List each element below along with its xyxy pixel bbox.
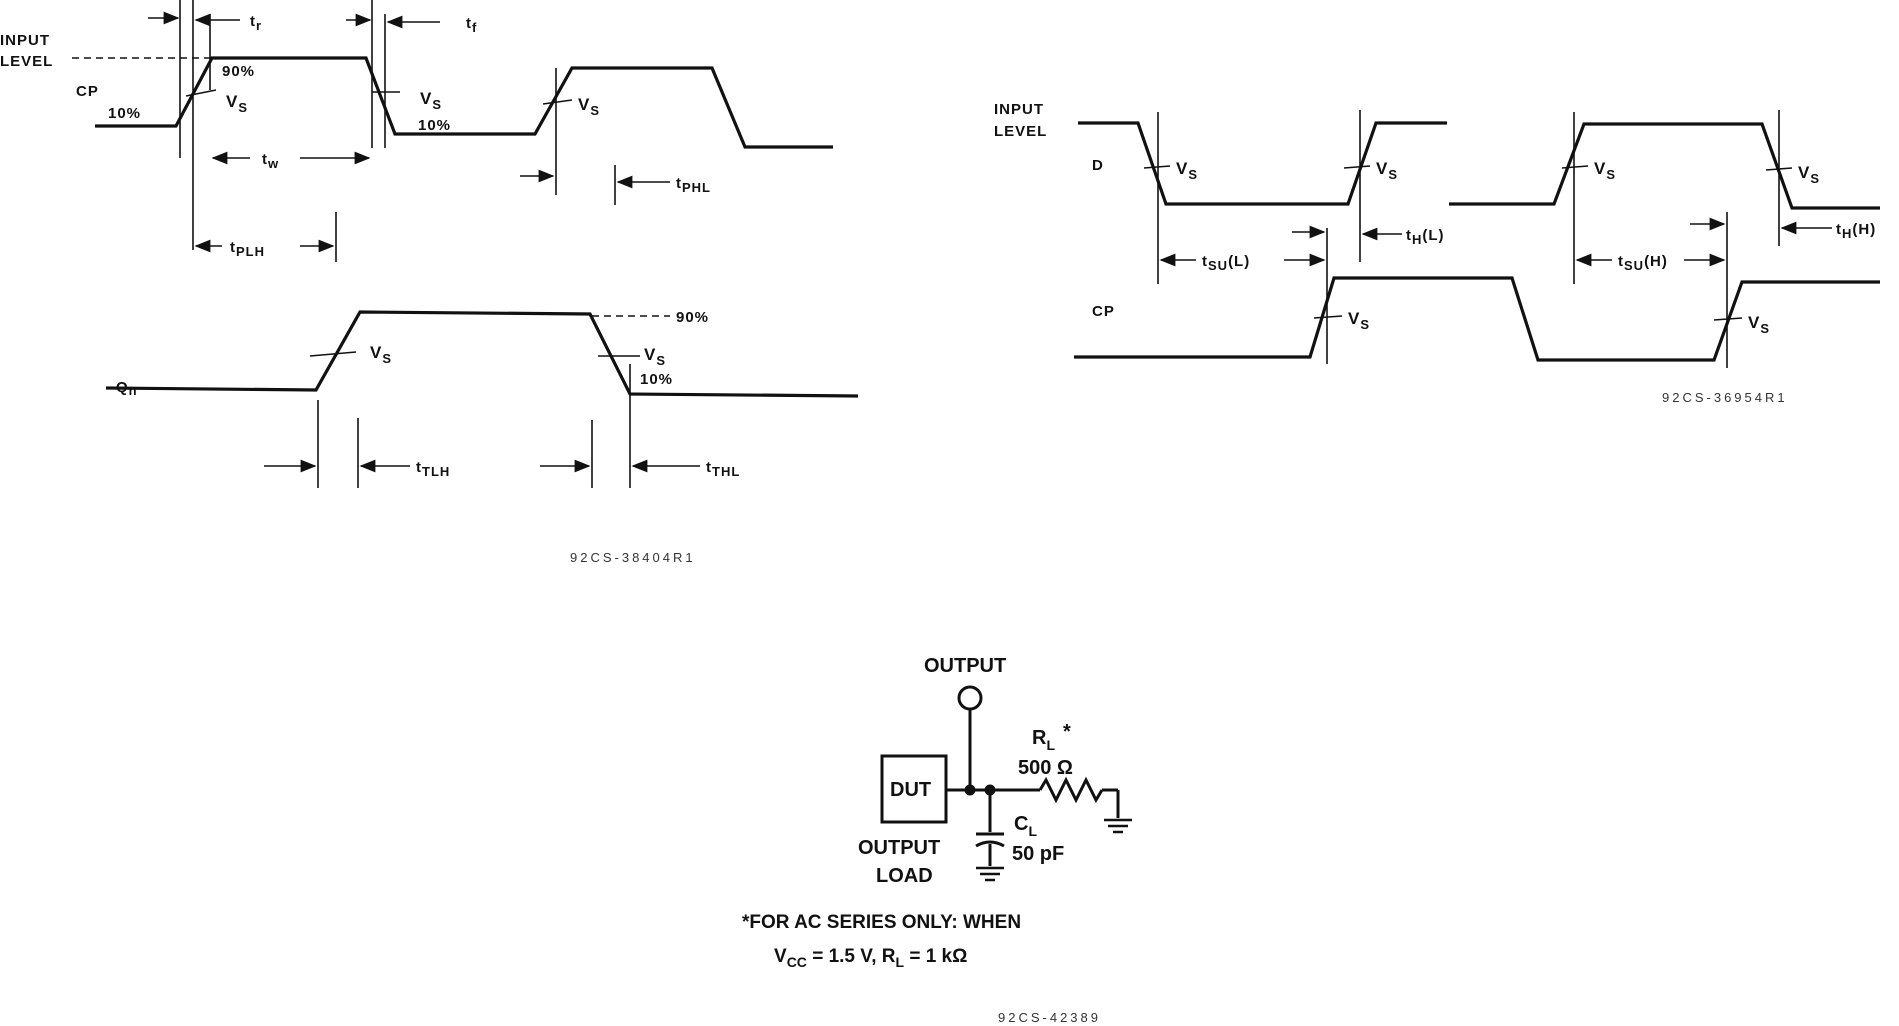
output-label: OUTPUT (924, 655, 1006, 677)
ttlh-label: tTLH (416, 459, 450, 479)
d-waveform-2 (1449, 122, 1880, 210)
output-terminal (957, 685, 983, 711)
note-line-1: *FOR AC SERIES ONLY: WHEN (742, 912, 1021, 933)
tplh-label: tPLH (230, 239, 265, 259)
right-input-level-label-1: INPUT (994, 101, 1044, 118)
qn-waveform (105, 310, 859, 398)
rvs-label-2: VS (1376, 159, 1398, 182)
vs-label-cp-1: VS (226, 92, 248, 115)
vs-tick-3 (542, 99, 573, 105)
rvs-label-1: VS (1176, 159, 1198, 182)
left-pct10-label: 10% (108, 105, 141, 122)
tsuh-label: tSU(H) (1618, 253, 1668, 273)
left-cp-label: CP (76, 83, 99, 100)
rvs-label-5: VS (1348, 309, 1370, 332)
tthl-label: tTHL (706, 459, 740, 479)
vs-label-q2: VS (644, 345, 666, 368)
vs-label-cp-3: VS (578, 95, 600, 118)
rvs-tick-6 (1713, 317, 1743, 321)
cl-value: 50 pF (1012, 843, 1064, 865)
right-cp-label: CP (1092, 303, 1115, 320)
rvs-tick-5 (1313, 315, 1343, 319)
left-figure-code: 92CS-38404R1 (570, 550, 696, 565)
resistor-rl (1038, 776, 1104, 804)
rvs-tick-2 (1343, 165, 1371, 169)
cp-waveform-right (1074, 276, 1880, 362)
note-line-2: VCC = 1.5 V, RL = 1 kΩ (774, 946, 967, 970)
left-input-level-label-1: INPUT (0, 32, 50, 49)
vs-label-cp-2: VS (420, 89, 442, 112)
rvs-label-4: VS (1798, 163, 1820, 186)
rl-value: 500 Ω (1018, 757, 1073, 779)
cap-plate-bottom (975, 840, 1005, 848)
rvs-tick-3 (1561, 165, 1589, 169)
right-timing-diagram: INPUT LEVEL D CP VS VS VS VS VS VS tSU(L… (994, 101, 1880, 405)
right-figure-code: 92CS-36954R1 (1662, 390, 1788, 405)
left-pct90-label: 90% (222, 63, 255, 80)
d-label: D (1092, 157, 1104, 174)
output-load-label-2: LOAD (876, 865, 933, 887)
circuit-figure-code: 92CS-42389 (998, 1010, 1101, 1025)
left-input-level-label-2: LEVEL (0, 53, 53, 70)
node-1 (964, 784, 976, 796)
rl-label: RL* (1032, 721, 1071, 753)
left-timing-diagram: INPUT LEVEL CP 10% 90% VS VS 10% VS tr t… (0, 0, 859, 565)
tsul-label: tSU(L) (1202, 253, 1250, 273)
dut-label: DUT (890, 779, 931, 801)
cl-label: CL (1014, 813, 1037, 839)
output-load-circuit: OUTPUT DUT RL* 500 Ω CL 50 pF OUTPUT L (742, 655, 1132, 1025)
tw-label: tw (262, 151, 279, 171)
tr-label: tr (250, 13, 262, 33)
vs-tick-q1 (309, 351, 357, 357)
d-waveform-1 (1078, 121, 1447, 206)
ground-icon (1104, 818, 1132, 834)
cp-waveform-left (95, 56, 833, 149)
cap-ground-icon (976, 866, 1004, 882)
rvs-tick-4 (1765, 167, 1793, 171)
thl-label: tH(L) (1406, 227, 1445, 247)
rvs-tick-1 (1143, 165, 1171, 169)
rvs-label-3: VS (1594, 159, 1616, 182)
rvs-label-6: VS (1748, 313, 1770, 336)
vs-tick-1 (185, 89, 217, 97)
left-pct10-right-label: 10% (418, 117, 451, 134)
tf-label: tf (466, 15, 477, 35)
output-load-label-1: OUTPUT (858, 837, 940, 859)
tphl-label: tPHL (676, 175, 711, 195)
qn-pct90-label: 90% (676, 309, 709, 326)
thh-label: tH(H) (1836, 221, 1876, 241)
right-input-level-label-2: LEVEL (994, 123, 1047, 140)
vs-label-q1: VS (370, 343, 392, 366)
qn-pct10-label: 10% (640, 371, 673, 388)
